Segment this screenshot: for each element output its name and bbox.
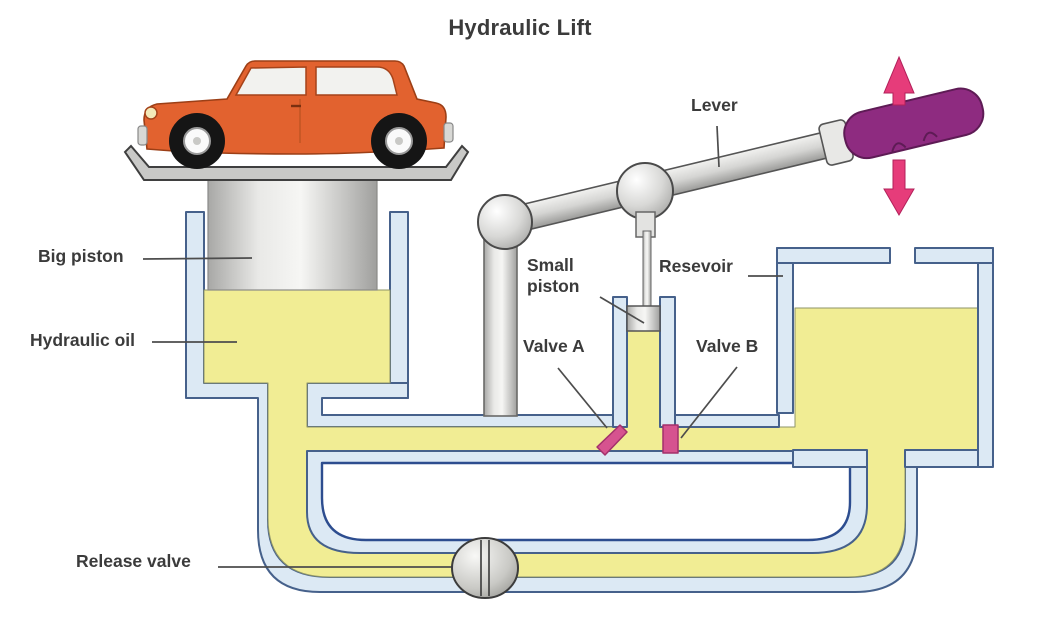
- small-cylinder-left-wall: [612, 296, 628, 428]
- car: [137, 60, 454, 169]
- car-windshield: [234, 66, 307, 96]
- lever-link-ball: [616, 162, 674, 220]
- big-piston: [207, 179, 378, 291]
- pipe-loop-hole: [320, 461, 852, 542]
- piston-rod: [642, 230, 652, 312]
- pipe-circuit: [185, 211, 994, 593]
- pointer-line-valve-b: [680, 366, 738, 439]
- pointer-line-big-piston: [142, 257, 253, 260]
- label-release-valve: Release valve: [76, 551, 191, 571]
- down-arrow-icon: [883, 159, 915, 217]
- pointer-line-valve-a: [557, 367, 608, 429]
- support-post: [483, 237, 518, 417]
- reservoir-tank: [776, 247, 994, 468]
- valve-b: [662, 424, 679, 454]
- release-valve-ball: [451, 537, 519, 599]
- label-valve-b: Valve B: [696, 336, 759, 356]
- car-front-bumper: [137, 125, 148, 146]
- valve-a: [596, 424, 628, 456]
- reservoir-bottom-right-wall: [904, 449, 979, 468]
- small-piston: [626, 305, 661, 332]
- label-big-piston: Big piston: [38, 246, 124, 266]
- label-resevoir: Resevoir: [659, 256, 733, 276]
- lever-grip: [843, 87, 985, 160]
- label-small-piston: Small piston: [527, 255, 580, 297]
- label-valve-a: Valve A: [523, 336, 585, 356]
- lift-platform: [123, 144, 470, 181]
- car-headlight: [144, 106, 158, 120]
- up-arrow-icon: [883, 55, 915, 106]
- channel-top-wall: [306, 382, 614, 428]
- car-rear-wheel: [371, 113, 427, 169]
- big-cylinder-right-wall: [389, 211, 409, 399]
- grip-finger-notches: [891, 131, 938, 152]
- car-rear-window: [315, 66, 398, 96]
- reservoir-bottom-left-wall: [792, 449, 868, 468]
- car-rear-bumper: [443, 122, 454, 143]
- diagram-title: Hydraulic Lift: [448, 15, 592, 40]
- car-front-wheel: [169, 113, 225, 169]
- lever-pivot-ball: [477, 194, 533, 250]
- pointer-line-lever: [716, 125, 720, 168]
- small-cylinder-right-wall: [659, 296, 676, 428]
- pointer-lines: [142, 125, 783, 568]
- pointer-line-small-piston: [599, 296, 645, 324]
- label-lever: Lever: [691, 95, 738, 115]
- label-hydraulic-oil: Hydraulic oil: [30, 330, 136, 350]
